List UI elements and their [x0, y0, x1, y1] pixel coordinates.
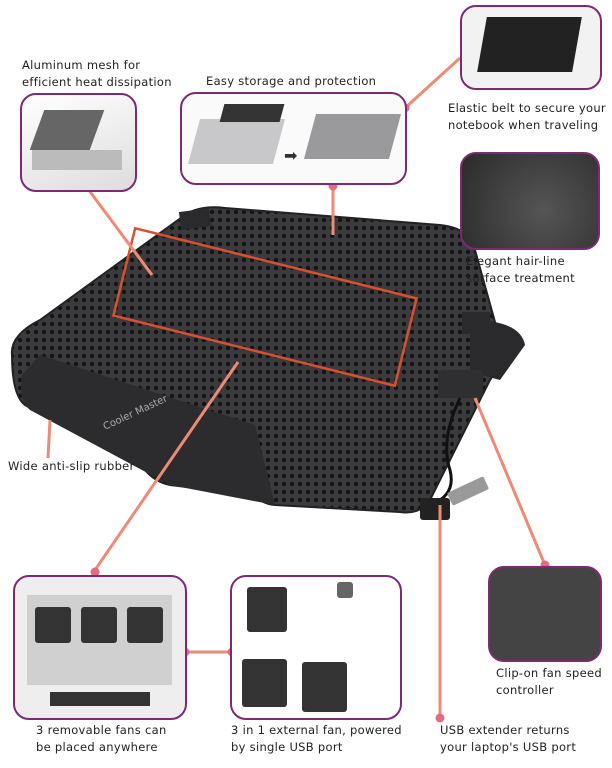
caption-storage: Easy storage and protection [206, 74, 377, 88]
caption-rubber: Wide anti-slip rubber [8, 459, 135, 473]
mesh-image [20, 93, 137, 192]
controller-image [488, 566, 602, 662]
storage-image: ➡ [180, 92, 407, 185]
cooler-pad [10, 206, 525, 520]
arrow-icon: ➡ [284, 146, 298, 165]
belt-image [460, 5, 602, 90]
fans-image [13, 575, 187, 720]
external-fan-image [230, 575, 402, 720]
connector-lines [46, 56, 547, 718]
surface-image [460, 152, 600, 250]
